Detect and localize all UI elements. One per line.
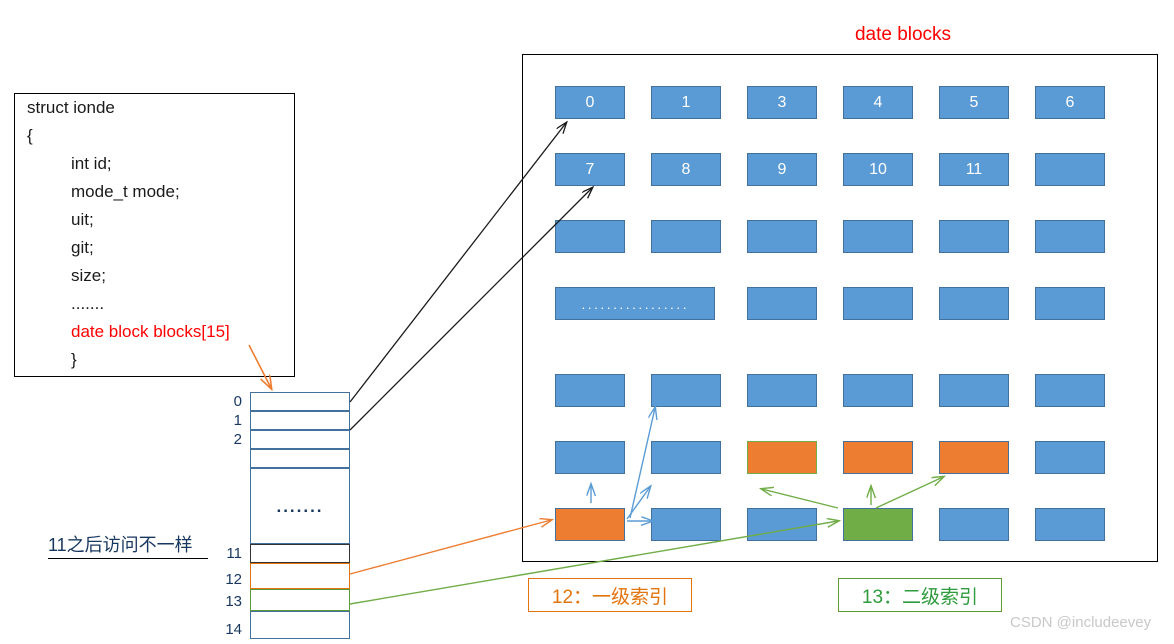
inode-index-label-0: 0: [233, 393, 242, 410]
data-block-r1-c5[interactable]: [1035, 153, 1105, 186]
data-block-r1-c3[interactable]: 10: [843, 153, 913, 186]
legend-level1-label: 12：一级索引: [551, 586, 669, 608]
struct-line-4: uit;: [71, 210, 94, 229]
data-block-label: 4: [873, 93, 883, 111]
data-block-r5-c0[interactable]: [555, 441, 625, 474]
data-block-r3-c2[interactable]: [747, 287, 817, 320]
note-underline: [48, 558, 208, 559]
data-block-r5-c3[interactable]: [843, 441, 913, 474]
data-block-label: 1: [681, 93, 691, 111]
inode-index-label-12: 12: [225, 571, 242, 588]
struct-inode-box: struct ionde { int id; mode_t mode; uit; git;…: [14, 93, 295, 377]
page-title: date blocks: [0, 24, 1174, 46]
data-block-label: 11: [965, 160, 983, 178]
data-block-r0-c5[interactable]: 6: [1035, 86, 1105, 119]
data-block-r0-c4[interactable]: 5: [939, 86, 1009, 119]
struct-line-9: }: [71, 350, 77, 369]
data-block-label: 8: [681, 160, 691, 178]
data-block-r2-c0[interactable]: [555, 220, 625, 253]
inode-index-label-11: 11: [226, 545, 242, 562]
data-block-r3-c3[interactable]: [843, 287, 913, 320]
struct-line-7: .......: [71, 294, 105, 313]
data-block-r4-c0[interactable]: [555, 374, 625, 407]
watermark: CSDN @includeevey: [1010, 614, 1152, 631]
legend-level2-index: 13：二级索引: [838, 578, 1002, 612]
data-block-label: 6: [1065, 93, 1075, 111]
data-block-label: ·················: [581, 300, 689, 315]
data-block-label: 0: [585, 93, 595, 111]
data-block-r4-c5[interactable]: [1035, 374, 1105, 407]
inode-table-ellipsis: .......: [276, 497, 324, 516]
data-block-r1-c4[interactable]: 11: [939, 153, 1009, 186]
data-block-r3-c4[interactable]: [939, 287, 1009, 320]
data-block-label: 3: [777, 93, 787, 111]
data-block-r2-c4[interactable]: [939, 220, 1009, 253]
inode-index-row-11[interactable]: [250, 544, 350, 563]
data-block-r6-c4[interactable]: [939, 508, 1009, 541]
data-block-r2-c5[interactable]: [1035, 220, 1105, 253]
inode-index-label-14: 14: [225, 621, 242, 638]
data-block-r5-c4[interactable]: [939, 441, 1009, 474]
data-block-r2-c1[interactable]: [651, 220, 721, 253]
struct-line-3: mode_t mode;: [71, 182, 180, 201]
inode-index-label-13: 13: [225, 593, 242, 610]
data-block-label: 10: [869, 160, 887, 178]
data-block-r1-c0[interactable]: 7: [555, 153, 625, 186]
data-block-r0-c1[interactable]: 1: [651, 86, 721, 119]
struct-line-2: int id;: [71, 154, 112, 173]
inode-index-row-12[interactable]: [250, 563, 350, 589]
data-block-r6-c1[interactable]: [651, 508, 721, 541]
page-title-text: date blocks: [854, 24, 952, 45]
arrow-index12-to-l1-index-block: [349, 520, 551, 575]
inode-index-row-4[interactable]: [250, 468, 350, 544]
data-block-r4-c3[interactable]: [843, 374, 913, 407]
data-block-r0-c2[interactable]: 3: [747, 86, 817, 119]
data-block-label: 5: [969, 93, 979, 111]
inode-index-row-1[interactable]: [250, 411, 350, 430]
legend-level2-label: 13：二级索引: [861, 586, 979, 608]
data-block-r4-c4[interactable]: [939, 374, 1009, 407]
data-block-r5-c5[interactable]: [1035, 441, 1105, 474]
data-block-r2-c3[interactable]: [843, 220, 913, 253]
data-block-r0-c3[interactable]: 4: [843, 86, 913, 119]
struct-line-6: size;: [71, 266, 106, 285]
data-block-label: 9: [777, 160, 787, 178]
data-block-r0-c0[interactable]: 0: [555, 86, 625, 119]
data-block-r4-c2[interactable]: [747, 374, 817, 407]
inode-index-label-2: 2: [233, 431, 242, 448]
data-block-r1-c2[interactable]: 9: [747, 153, 817, 186]
data-block-r3-c5[interactable]: [1035, 287, 1105, 320]
data-block-label: 7: [585, 160, 595, 178]
data-block-r1-c1[interactable]: 8: [651, 153, 721, 186]
data-block-r4-c1[interactable]: [651, 374, 721, 407]
note-after-11: 11之后访问不一样: [48, 535, 193, 555]
data-block-r6-c3[interactable]: [843, 508, 913, 541]
data-block-r5-c1[interactable]: [651, 441, 721, 474]
data-block-r3-c0[interactable]: ·················: [555, 287, 715, 320]
legend-level1-index: 12：一级索引: [528, 578, 692, 612]
inode-index-row-3[interactable]: [250, 449, 350, 468]
data-block-r6-c5[interactable]: [1035, 508, 1105, 541]
data-block-r6-c0[interactable]: [555, 508, 625, 541]
data-block-r5-c2[interactable]: [747, 441, 817, 474]
struct-line-5: git;: [71, 238, 94, 257]
struct-line-0: struct ionde: [27, 98, 115, 117]
inode-index-row-13[interactable]: [250, 589, 350, 611]
struct-line-1: {: [27, 126, 33, 145]
data-block-r2-c2[interactable]: [747, 220, 817, 253]
data-blocks-panel: 0 1 3 4 5 6 7 8 9 10 11 ·················: [522, 54, 1158, 562]
inode-index-label-1: 1: [233, 412, 242, 429]
data-block-r6-c2[interactable]: [747, 508, 817, 541]
struct-line-8: date block blocks[15]: [71, 322, 230, 341]
inode-index-row-14[interactable]: [250, 611, 350, 639]
inode-index-row-2[interactable]: [250, 430, 350, 449]
inode-index-row-0[interactable]: [250, 392, 350, 411]
